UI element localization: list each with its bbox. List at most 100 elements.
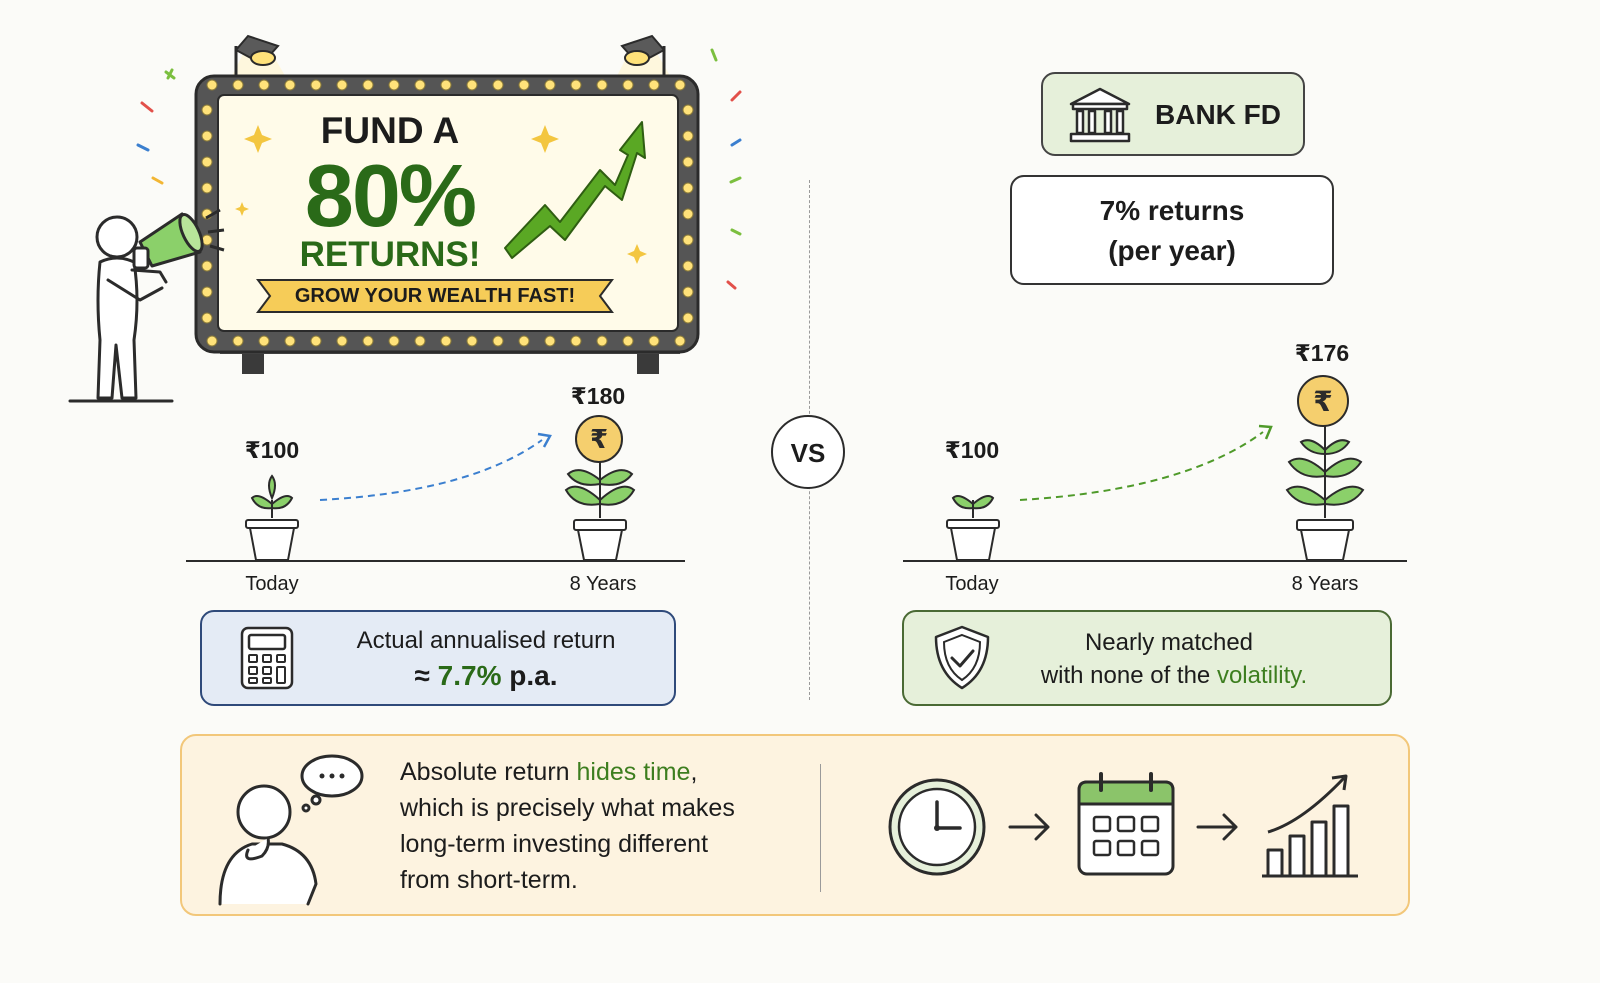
person-with-megaphone (68, 215, 174, 403)
arrow-right-icon (1008, 813, 1050, 841)
svg-text:₹: ₹ (1313, 385, 1332, 418)
marquee-bulb (201, 312, 213, 324)
marquee-bulb (414, 79, 426, 91)
bank-future-amount: ₹176 (1294, 340, 1350, 366)
vs-label: VS (790, 438, 826, 468)
plant-icon (946, 495, 1000, 561)
marquee-bulb (201, 156, 213, 168)
marquee-bulb (336, 79, 348, 91)
marquee-bulb (682, 286, 694, 298)
rupee-coin-icon: ₹ (1297, 375, 1349, 427)
marquee-bulb (682, 182, 694, 194)
marquee-bulb (682, 156, 694, 168)
confetti (136, 48, 742, 290)
billboard-graphic (68, 34, 742, 403)
vs-badge: VS (771, 415, 845, 489)
billboard-percent: 80% (304, 146, 477, 245)
marquee-bulb (648, 335, 660, 347)
marquee-bulb (201, 104, 213, 116)
marquee-bulb (596, 335, 608, 347)
marquee-bulb (518, 335, 530, 347)
marquee-bulb (310, 335, 322, 347)
marquee-bulb (362, 79, 374, 91)
marquee-bulb (206, 79, 218, 91)
plant-icon (245, 474, 299, 561)
fund-future-label: 8 Years (569, 573, 637, 595)
megaphone-icon (132, 208, 225, 270)
marquee-bulb (232, 335, 244, 347)
plant-icon (564, 458, 636, 561)
calendar-icon (1077, 772, 1175, 876)
bar-chart-icon (1262, 774, 1358, 878)
marquee-bulb (518, 79, 530, 91)
bank-fd-header: BANK FD (1041, 72, 1305, 156)
takeaway-line2: which is precisely what makes (400, 794, 735, 822)
bank-rate-card: 7% returns (per year) (1010, 175, 1334, 285)
marquee-bulb (682, 130, 694, 142)
calculator-icon (240, 626, 294, 690)
bank-summary-line1: Nearly matched (1084, 629, 1254, 656)
bank-summary-line2: with none of the volatility. (984, 662, 1364, 690)
growth-dashed-arrow (1019, 431, 1264, 501)
marquee-bulb (258, 79, 270, 91)
marquee-bulb (388, 335, 400, 347)
fund-summary-card: Actual annualised return ≈ 7.7% p.a. (200, 610, 676, 706)
time-to-growth-flow (888, 772, 1358, 878)
marquee-bulb (570, 79, 582, 91)
marquee-bulb (232, 79, 244, 91)
svg-text:₹: ₹ (590, 425, 608, 455)
hides-time-highlight: hides time (576, 758, 691, 786)
bank-today-label: Today (945, 573, 999, 595)
bank-future-label: 8 Years (1291, 573, 1359, 595)
marquee-bulb (682, 260, 694, 272)
bank-rate-line2: (per year) (1108, 235, 1236, 266)
bank-fd-title: BANK FD (1155, 99, 1281, 130)
marquee-bulb (622, 79, 634, 91)
marquee-bulb (201, 130, 213, 142)
marquee-bulb (466, 79, 478, 91)
takeaway-line1: Absolute return hides time, (400, 758, 820, 787)
fund-summary-line1: Actual annualised return (356, 627, 616, 654)
marquee-bulb (440, 335, 452, 347)
approx-symbol: ≈ (414, 660, 430, 691)
marquee-bulb (682, 312, 694, 324)
growth-arrow-icon (504, 121, 646, 259)
marquee-bulb (284, 335, 296, 347)
marquee-bulb (258, 335, 270, 347)
marquee-bulb (492, 335, 504, 347)
marquee-bulb (570, 335, 582, 347)
bank-icon (1069, 87, 1131, 143)
takeaway-line4: from short-term. (400, 866, 578, 894)
shield-check-icon (934, 625, 990, 690)
marquee-bulb (362, 335, 374, 347)
marquee-bulb (492, 79, 504, 91)
takeaway-prefix: Absolute return (400, 758, 570, 786)
fund-summary-line2: ≈ 7.7% p.a. (312, 660, 660, 692)
thinking-person-icon (218, 754, 364, 906)
marquee-bulb (201, 286, 213, 298)
marquee-bulb (544, 335, 556, 347)
takeaway-line3: long-term investing different (400, 830, 709, 858)
marquee-bulb (682, 234, 694, 246)
annualised-return-value: 7.7% (437, 660, 502, 691)
marquee-bulb (682, 208, 694, 220)
marquee-bulb (674, 335, 686, 347)
arrow-right-icon (1196, 813, 1238, 841)
marquee-bulbs (201, 79, 694, 347)
bank-today-amount: ₹100 (944, 437, 1000, 463)
fund-growth-scene: ₹ (186, 415, 685, 562)
marquee-bulb (201, 182, 213, 194)
bank-summary-card: Nearly matched with none of the volatili… (902, 610, 1392, 706)
marquee-bulb (622, 335, 634, 347)
clock-icon (888, 778, 986, 876)
ribbon (256, 279, 614, 313)
takeaway-divider (820, 764, 821, 892)
marquee-bulb (440, 79, 452, 91)
fund-future-amount: ₹180 (570, 383, 626, 409)
marquee-bulb (682, 104, 694, 116)
marquee-bulb (310, 79, 322, 91)
billboard-ribbon-text: GROW YOUR WEALTH FAST! (294, 285, 576, 307)
growth-dashed-arrow (319, 439, 543, 501)
takeaway-comma: , (690, 758, 698, 786)
plant-icon (1285, 424, 1365, 561)
